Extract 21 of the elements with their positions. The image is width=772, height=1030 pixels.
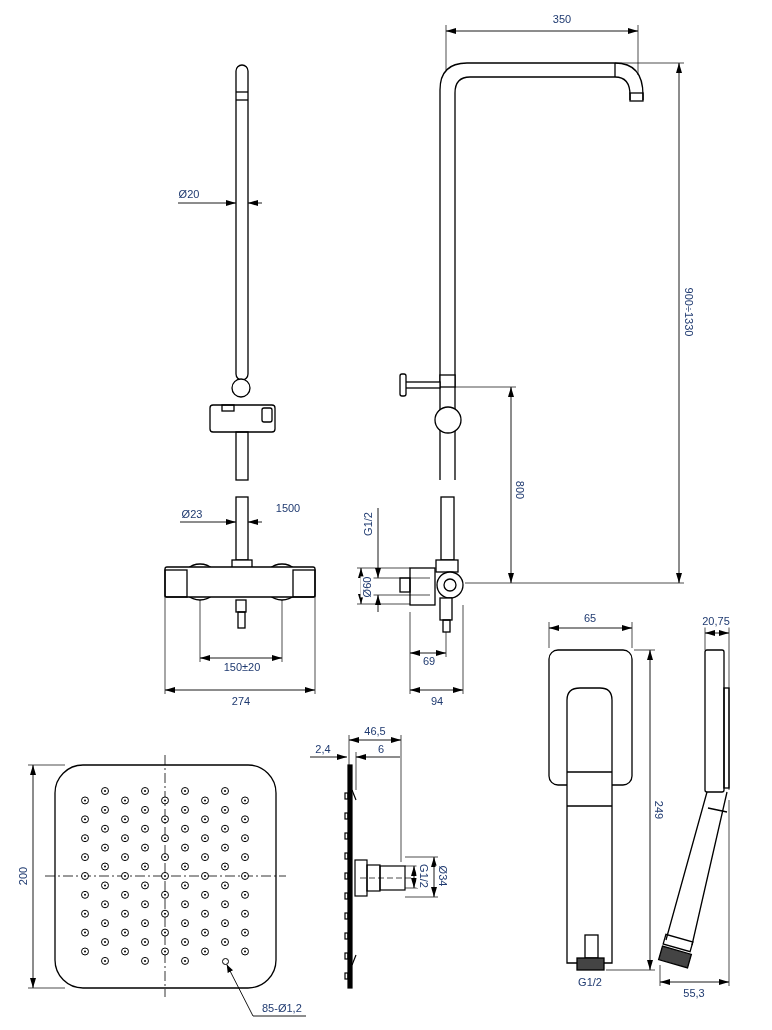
dimension-label: 46,5 (364, 724, 386, 738)
dimension-label: G1/2 (416, 864, 430, 888)
dimension-label: 94 (430, 694, 444, 708)
callout-text: 85-Ø1,2 (262, 1001, 302, 1016)
dimension-label: G1/2 (578, 975, 602, 989)
dimension-label: 274 (231, 694, 251, 708)
dimension-label: Ø23 (181, 507, 203, 521)
dimension-label: 150±20 (223, 660, 261, 674)
dimension-label: 200 (16, 866, 30, 886)
dimension-label: 6 (377, 742, 385, 756)
dimension-label: 350 (552, 12, 572, 26)
dimension-label: 1500 (275, 501, 301, 515)
dimension-label: 65 (583, 611, 597, 625)
dimension-label: Ø34 (435, 865, 449, 887)
dimension-label: Ø60 (360, 576, 374, 598)
dimension-label: 20,75 (702, 614, 730, 628)
dimension-label: G1/2 (361, 512, 375, 536)
dimension-label: 69 (422, 654, 436, 668)
dimension-label: 2,4 (315, 742, 331, 756)
dimension-label: 55,3 (683, 986, 705, 1000)
dimension-label: Ø20 (178, 187, 200, 201)
